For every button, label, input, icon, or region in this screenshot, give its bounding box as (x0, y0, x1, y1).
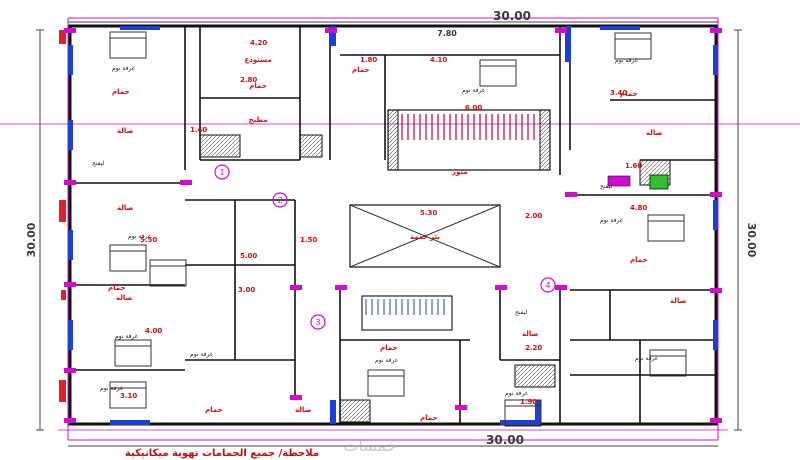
room-label-bedroom-6: غرفة نوم (615, 57, 638, 64)
room-label-bathroom-7: حمام (205, 406, 223, 414)
room-label-reception-2: صالة (117, 204, 134, 212)
room-label-lounge-3: ليفنج (515, 309, 528, 316)
measurement-label: 1.40 (190, 126, 207, 134)
dimension-left: 30.00 (25, 222, 38, 257)
light-well-label: بئر خدمة (410, 233, 440, 241)
measurement-label: 3.10 (120, 392, 137, 400)
section-marker-circle (540, 277, 556, 293)
room-label-bedroom-2: غرفة نوم (128, 233, 151, 240)
section-marker-number: 2 (277, 196, 282, 205)
room-label-lounge-2: ليفنج (600, 183, 613, 190)
room-label-kitchen: مطبخ (248, 116, 267, 124)
bed (367, 369, 405, 397)
room-label-bedroom-1: غرفة نوم (112, 65, 135, 72)
service-shafts (199, 134, 671, 423)
bed (647, 214, 685, 242)
room-label-bathroom-8: حمام (420, 414, 438, 422)
interior-walls (70, 26, 716, 424)
measurement-label: 2.20 (525, 344, 542, 352)
watermark: خمسات (343, 436, 396, 455)
room-label-bedroom-11: غرفة نوم (190, 351, 213, 358)
lower-stair-treads (365, 299, 445, 315)
measurement-label: 6.00 (465, 104, 482, 112)
section-marker-number: 4 (545, 281, 550, 290)
room-label-reception-4: صالة (646, 129, 663, 137)
measurement-labels: 4.20 2.80 1.40 1.80 4.10 6.00 3.40 5.50 5.30 4.80… (120, 39, 647, 406)
section-marker-number: 3 (315, 318, 320, 327)
measurement-label: 5.50 (140, 236, 157, 244)
bed (504, 399, 542, 427)
section-marker-circle (272, 192, 288, 208)
measurement-label: 2.80 (240, 76, 257, 84)
room-label-bathroom-5: حمام (630, 256, 648, 264)
room-label-bathroom-3: حمام (352, 66, 370, 74)
measurement-label: 5.30 (420, 209, 437, 217)
dimension-lines (36, 21, 742, 447)
grid-lines (0, 17, 800, 441)
bed (114, 339, 152, 367)
room-label-storage: مستودع (244, 56, 271, 64)
room-label-bedroom-7: غرفة نوم (600, 217, 623, 224)
grid-ticks (64, 28, 722, 423)
room-label-reception-5: صالة (670, 297, 687, 305)
room-label-bathroom-9: حمام (380, 344, 398, 352)
beds (109, 31, 687, 427)
measurement-label: 3.00 (238, 286, 255, 294)
section-marker-number: 1 (219, 168, 224, 177)
bed (109, 244, 147, 272)
mechanical-ventilation-note: ملاحظة/ جميع الحمامات تهوية ميكانيكية (125, 448, 319, 459)
measurement-label: 1.60 (625, 162, 642, 170)
kitchen-unit (607, 175, 631, 187)
section-markers: 1 2 3 4 (214, 164, 556, 330)
measurement-label: 3.40 (610, 89, 627, 97)
measurement-label: 1.90 (520, 398, 537, 406)
measurement-label: 4.10 (430, 56, 447, 64)
section-marker-circle (214, 164, 230, 180)
room-label-bedroom-5: غرفة نوم (462, 87, 485, 94)
lower-stair (361, 295, 453, 331)
room-label-bedroom-4: غرفة نوم (100, 385, 123, 392)
light-well (349, 204, 501, 268)
windows (68, 26, 718, 425)
room-label-bathroom-4: حمام (620, 90, 638, 98)
measurement-label: 2.00 (525, 212, 542, 220)
dimension-top: 30.00 (493, 9, 531, 23)
bed (149, 259, 187, 287)
room-label-bathroom-2: حمام (249, 82, 267, 90)
room-label-bathroom-6: حمام (108, 284, 126, 292)
upper-stair (387, 109, 551, 171)
room-label-bedroom-8: غرفة نوم (635, 355, 658, 362)
room-label-bedroom-3: غرفة نوم (115, 333, 138, 340)
dimension-bottom: 30.00 (486, 433, 524, 447)
room-label-reception-7: صالة (295, 406, 312, 414)
bed (109, 31, 147, 59)
measurement-label: 5.00 (240, 252, 257, 260)
room-label-reception-6: صالة (522, 330, 539, 338)
bed (614, 32, 652, 60)
section-marker-circle (310, 314, 326, 330)
room-label-bathroom-1: حمام (112, 88, 130, 96)
measurement-label: 1.50 (300, 236, 317, 244)
room-label-reception-1: صالة (117, 127, 134, 135)
room-label-lounge-1: ليفنج (92, 160, 105, 167)
room-label-ventilation: منور (451, 168, 468, 176)
door-marks (59, 30, 66, 402)
kitchen-appliance (649, 174, 669, 190)
room-label-bedroom-9: غرفة نوم (375, 357, 398, 364)
measurement-label: 1.80 (360, 56, 377, 64)
bed (479, 59, 517, 87)
room-label-reception-3: صالة (116, 294, 133, 302)
room-label-bedroom-10: غرفة نوم (505, 390, 528, 397)
measurement-label: 4.20 (250, 39, 267, 47)
bed (649, 349, 687, 377)
measurement-label: 4.00 (145, 327, 162, 335)
stair-treads (401, 114, 535, 140)
dimension-right: 30.00 (745, 223, 758, 258)
exterior-walls (68, 24, 718, 426)
dimension-center-top: 7.80 (437, 29, 457, 38)
bed (109, 381, 147, 409)
measurement-label: 4.80 (630, 204, 647, 212)
